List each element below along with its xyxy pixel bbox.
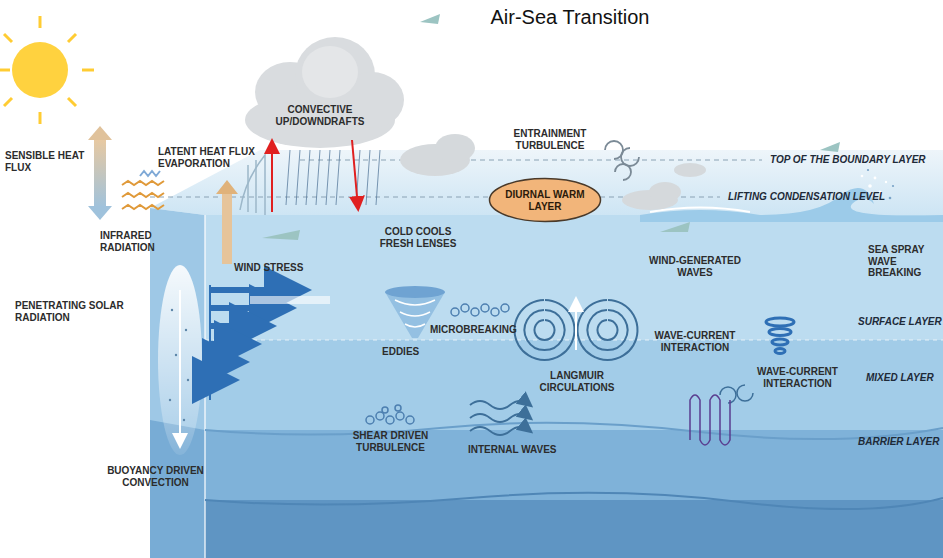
layer-label: MIXED LAYER	[866, 372, 934, 384]
process-label: SHEAR DRIVEN TURBULENCE	[338, 430, 443, 453]
process-label: WAVE-CURRENT INTERACTION	[640, 330, 750, 353]
process-label: BUOYANCY DRIVEN CONVECTION	[98, 465, 213, 488]
warm-layer-ellipse: DIURNAL WARM LAYER	[488, 177, 602, 223]
process-label: EDDIES	[382, 346, 419, 358]
process-label: INFRARED RADIATION	[100, 230, 185, 253]
layer-label: SURFACE LAYER	[858, 316, 942, 328]
process-label: WIND-GENERATED WAVES	[640, 255, 750, 278]
process-label: WAVE-CURRENT INTERACTION	[740, 366, 855, 389]
process-label: SENSIBLE HEAT FLUX	[5, 150, 90, 173]
layer-label: BARRIER LAYER	[858, 436, 939, 448]
layer-label: TOP OF THE BOUNDARY LAYER	[770, 154, 926, 166]
diagram-title: Air-Sea Transition	[410, 6, 730, 29]
process-label: LANGMUIR CIRCULATIONS	[532, 370, 622, 393]
process-label: WIND STRESS	[234, 262, 303, 274]
process-label: SEA SPRAY WAVE BREAKING	[868, 244, 938, 279]
node-text: DIURNAL WARM LAYER	[504, 189, 586, 212]
layer-label: LIFTING CONDENSATION LEVEL	[728, 191, 885, 203]
process-label: ENTRAINMENT TURBULENCE	[500, 128, 600, 151]
process-label: MICROBREAKING	[430, 324, 517, 336]
process-label: COLD COOLS FRESH LENSES	[372, 226, 464, 249]
process-label: INTERNAL WAVES	[468, 444, 557, 456]
process-label: CONVECTIVE UP/DOWNDRAFTS	[275, 104, 365, 127]
process-label: PENETRATING SOLAR RADIATION	[15, 300, 145, 323]
process-label: LATENT HEAT FLUX EVAPORATION	[158, 146, 298, 169]
